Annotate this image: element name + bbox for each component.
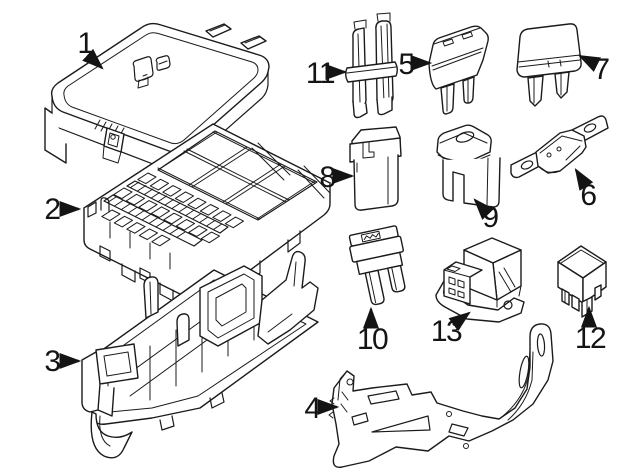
callout-4: 4 (304, 392, 340, 425)
callout-3: 3 (44, 345, 82, 378)
callout-7-arrow (577, 54, 602, 72)
part-drawing-relay-with-mounting-bracket (435, 237, 525, 323)
callout-12-label: 12 (575, 322, 606, 355)
callout-13: 13 (431, 311, 471, 348)
callout-11: 11 (306, 57, 348, 90)
part-drawing-standard-blade-fuse (348, 225, 406, 306)
part-drawing-fuse-puller (345, 12, 398, 119)
callout-6-arrow (574, 168, 594, 191)
part-drawing-fuse-box-lower-housing (81, 250, 319, 459)
callout-9-arrow (473, 198, 495, 220)
part-drawing-cartridge-fuse (349, 126, 402, 211)
callout-8-label: 8 (319, 161, 335, 194)
callout-1-label: 1 (77, 27, 93, 60)
callout-9: 9 (473, 198, 500, 234)
callout-3-label: 3 (44, 345, 60, 378)
callout-7: 7 (577, 53, 611, 86)
part-drawing-fuse-box-upper-cover (44, 22, 270, 171)
part-drawing-mini-blade-fuse (428, 25, 489, 115)
callout-7-label: 7 (593, 53, 609, 86)
callout-5-label: 5 (398, 48, 414, 81)
callout-11-label: 11 (306, 57, 335, 90)
callout-9-label: 9 (482, 201, 498, 234)
callout-1: 1 (77, 27, 104, 70)
part-drawing-blade-fuse (516, 23, 582, 107)
part-drawing-maxi-cartridge-fuse (436, 124, 501, 208)
callout-12: 12 (575, 305, 607, 355)
callout-5: 5 (398, 48, 433, 81)
callout-2-label: 2 (44, 193, 60, 226)
callout-4-label: 4 (304, 392, 320, 425)
callout-13-label: 13 (431, 315, 462, 348)
part-drawing-bolt-in-fusible-link (510, 115, 609, 179)
part-drawing-relay (557, 245, 607, 318)
callout-10-label: 10 (357, 323, 388, 356)
callout-10: 10 (357, 306, 389, 356)
callout-2: 2 (44, 193, 82, 226)
part-drawing-mounting-bracket (328, 323, 554, 468)
callout-8: 8 (319, 161, 355, 194)
callout-13-arrow (448, 311, 471, 332)
callout-1-arrow (82, 48, 104, 70)
callout-6: 6 (574, 168, 598, 212)
callout-6-label: 6 (580, 179, 596, 212)
